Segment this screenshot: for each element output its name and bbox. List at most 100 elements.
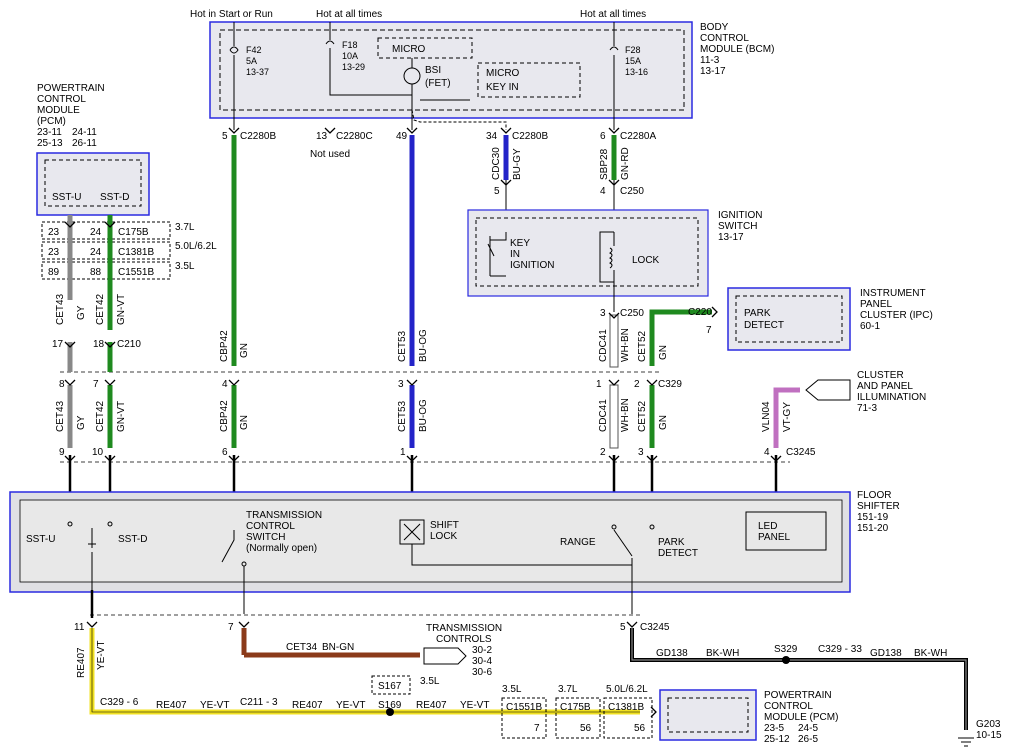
- pcm2-p2: 56: [580, 723, 592, 734]
- wire-gn-cet52-1: GN: [658, 345, 669, 360]
- pin-1: 1: [596, 379, 602, 390]
- bcm-pin-6: 6: [600, 131, 606, 142]
- wire-cet53-2: CET53: [397, 400, 408, 432]
- wire-whbn-1: WH-BN: [620, 328, 631, 362]
- pcm-top-row1-c: C175B: [118, 227, 149, 238]
- ign-title-2: SWITCH: [718, 221, 757, 232]
- ign-ignition: IGNITION: [510, 260, 554, 271]
- shifter-tcs-1: TRANSMISSION: [246, 510, 322, 521]
- shifter-title-3: 151-19: [857, 512, 889, 523]
- pin-9: 9: [59, 447, 65, 458]
- wire-buog-2: BU-OG: [418, 399, 429, 432]
- wire-vln04: VLN04: [761, 401, 772, 432]
- pin-3b: 3: [638, 447, 644, 458]
- shifter-title-4: 151-20: [857, 523, 889, 534]
- pcm2-c2: C175B: [560, 702, 591, 713]
- wire-cet52-1: CET52: [637, 330, 648, 362]
- shifter-panel: PANEL: [758, 532, 790, 543]
- bcm-micro-1: MICRO: [392, 44, 426, 55]
- bcm-c2280b-2: C2280B: [512, 131, 548, 142]
- illum-connector: [805, 379, 851, 401]
- pcm2-title-3: MODULE (PCM): [764, 712, 838, 723]
- pcm-top-row2-b: 24: [90, 247, 102, 258]
- bcm-pin-13: 13: [316, 131, 328, 142]
- bcm-f28: F28: [625, 45, 641, 55]
- pcm-top-connector-table: [41, 221, 171, 280]
- shifter-tcs-4: (Normally open): [246, 543, 317, 554]
- trans-controls-connector: [423, 647, 467, 665]
- wire-gy-1: GY: [76, 305, 87, 320]
- ign-in: IN: [510, 249, 520, 260]
- shifter-park: PARK: [658, 537, 685, 548]
- wire-gnvt-1: GN-VT: [116, 294, 127, 325]
- bcm-bsi: BSI: [425, 65, 441, 76]
- pin-3: 3: [398, 379, 404, 390]
- conn-c250-2: C250: [620, 308, 644, 319]
- wire-buog-1: BU-OG: [418, 329, 429, 362]
- wire-cbp42-2: CBP42: [219, 400, 230, 432]
- pcm-top-ref-1: 23-11: [37, 127, 62, 138]
- bcm-f18: F18: [342, 40, 358, 50]
- pcm-top-title-4: (PCM): [37, 116, 66, 127]
- pcm2-ref-2: 24-5: [798, 723, 818, 734]
- wire-cet52-2: CET52: [637, 400, 648, 432]
- pin-4-c250: 4: [600, 186, 606, 197]
- bcm-title-4: 11-3: [700, 55, 720, 66]
- ipc-title-2: PANEL: [860, 299, 892, 310]
- tc-title-2: CONTROLS: [436, 634, 492, 645]
- bcm-micro-2: MICRO: [486, 68, 520, 79]
- bcm-title-3: MODULE (BCM): [700, 44, 774, 55]
- bcm-f42-a: 5A: [246, 56, 257, 66]
- ign-key: KEY: [510, 238, 530, 249]
- pin-4: 4: [222, 379, 228, 390]
- bcm-pin-34: 34: [486, 131, 498, 142]
- wire-cdc30: CDC30: [491, 147, 502, 180]
- pcm-top-row2-v: 5.0L/6.2L: [175, 241, 217, 252]
- ipc-title-3: CLUSTER (IPC): [860, 310, 933, 321]
- pin-10: 10: [92, 447, 104, 458]
- wire-yevt-1: YE-VT: [200, 700, 229, 711]
- shifter-tcs-2: CONTROL: [246, 521, 295, 532]
- pcm-top-ref-3: 25-13: [37, 138, 63, 149]
- bcm-f28-r: 13-16: [625, 67, 648, 77]
- conn-c220: C220: [688, 307, 712, 318]
- illum-title-3: ILLUMINATION: [857, 392, 926, 403]
- pcm-top-row1-b: 24: [90, 227, 102, 238]
- conn-c3245-2: C3245: [640, 622, 670, 633]
- wire-bngn: BN-GN: [322, 642, 354, 653]
- shifter-lock: LOCK: [430, 531, 458, 542]
- wire-yevt-3: YE-VT: [460, 700, 489, 711]
- wire-gn-1: GN: [239, 343, 250, 358]
- pin-11: 11: [74, 622, 85, 633]
- wire-cet43-1: CET43: [55, 293, 66, 325]
- pin-5-bottom: 5: [620, 622, 626, 633]
- wire-re407-2: RE407: [292, 700, 323, 711]
- pin-8: 8: [59, 379, 65, 390]
- ground-g203: G203: [976, 719, 1001, 730]
- bcm-f42-r: 13-37: [246, 67, 269, 77]
- pin-3-c250: 3: [600, 308, 606, 319]
- wire-gd138-1: GD138: [656, 648, 688, 659]
- illum-title-1: CLUSTER: [857, 370, 904, 381]
- bcm-fet: (FET): [425, 78, 451, 89]
- pcm2-c1: C1551B: [506, 702, 542, 713]
- wire-yevt-v: YE-VT: [96, 641, 107, 670]
- conn-c329-33: C329 - 33: [818, 644, 862, 655]
- pcm-bottom-module: [659, 689, 757, 741]
- pcm-top-row3-v: 3.5L: [175, 261, 195, 272]
- pcm-top-row1-a: 23: [48, 227, 60, 238]
- wire-whbn-2: WH-BN: [620, 398, 631, 432]
- tc-title-1: TRANSMISSION: [426, 623, 502, 634]
- shifter-shift: SHIFT: [430, 520, 459, 531]
- pcm2-p1: 7: [534, 723, 540, 734]
- illum-title-4: 71-3: [857, 403, 877, 414]
- bcm-f18-a: 10A: [342, 51, 358, 61]
- bcm-not-used: Not used: [310, 149, 350, 160]
- splice-s167: S167: [378, 681, 402, 692]
- illum-title-2: AND PANEL: [857, 381, 913, 392]
- pin-18: 18: [93, 339, 105, 350]
- header-hot-start-run: Hot in Start or Run: [190, 9, 273, 20]
- pcm-top-row2-a: 23: [48, 247, 60, 258]
- pin-7-c220: 7: [706, 325, 712, 336]
- shifter-detect: DETECT: [658, 548, 698, 559]
